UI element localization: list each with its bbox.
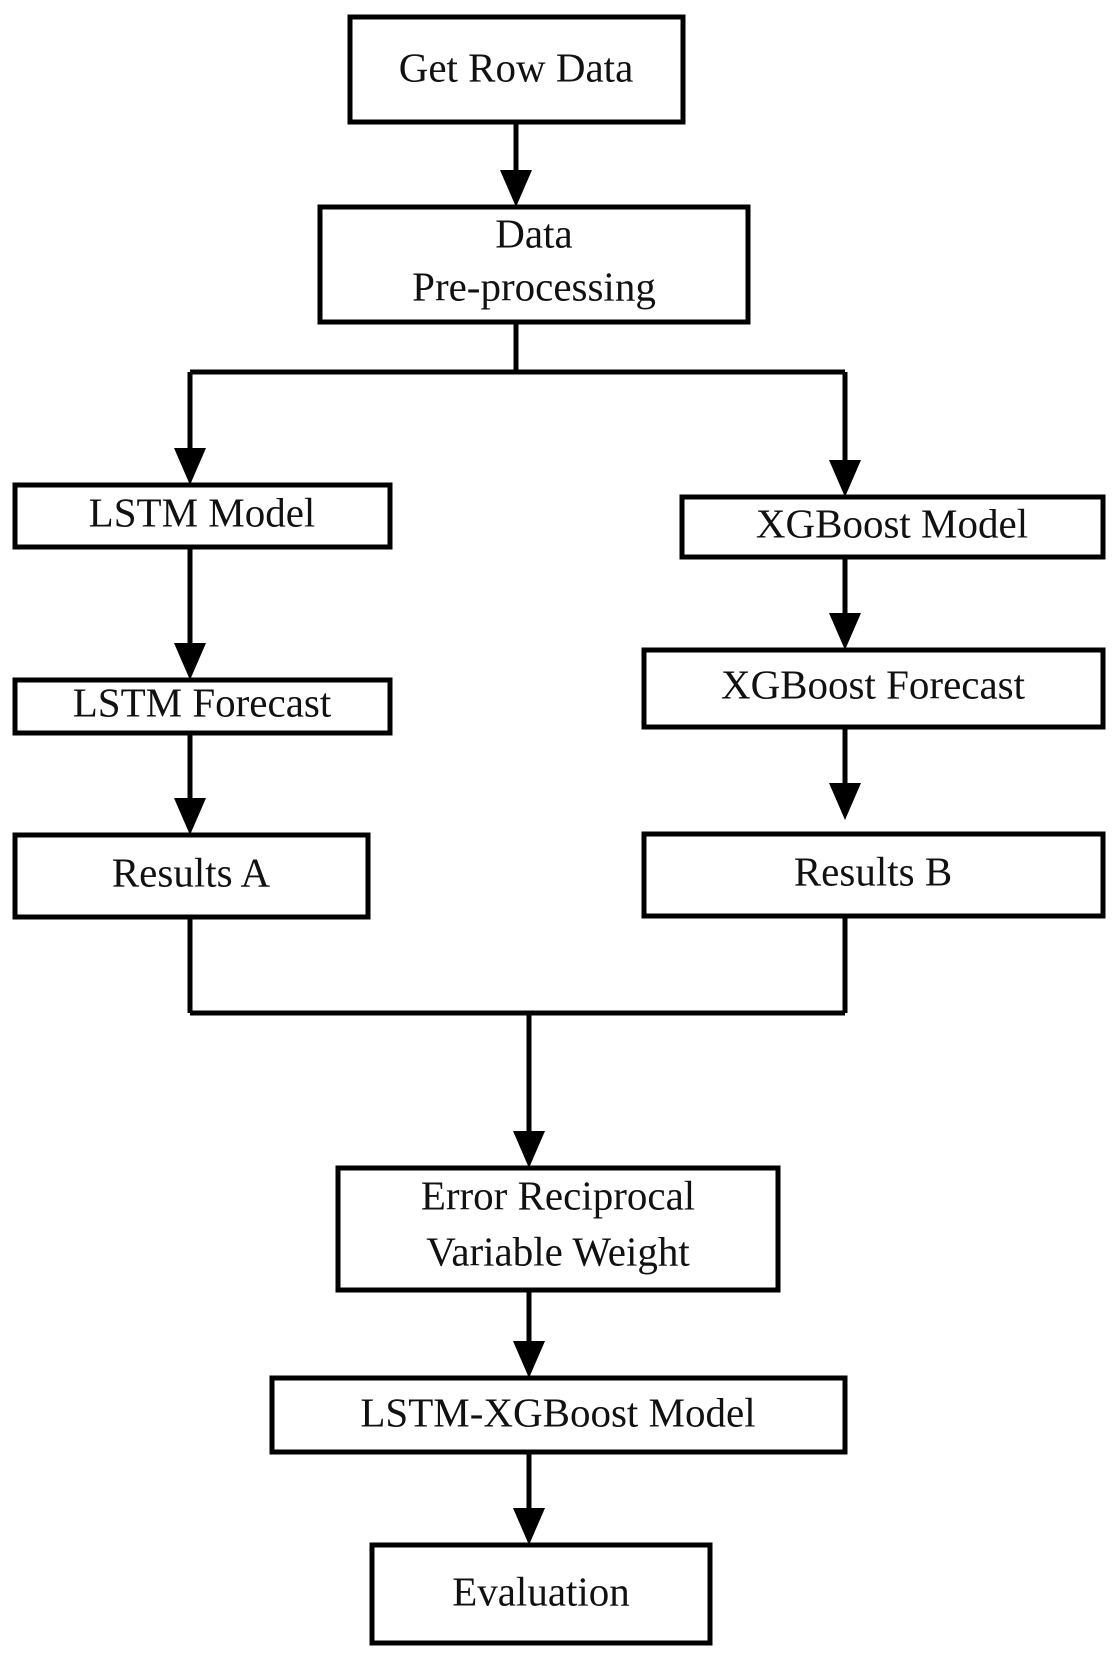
node-evaluation[interactable]: Evaluation xyxy=(369,1542,713,1646)
edge-get-row-data-to-data-preprocessing xyxy=(500,122,532,207)
node-lstm-xgboost-model[interactable]: LSTM-XGBoost Model xyxy=(269,1375,848,1455)
node-data-preprocessing[interactable]: Data Pre-processing xyxy=(317,204,751,325)
edge-lstm-forecast-to-results-a xyxy=(174,733,206,835)
edge-data-preprocessing-split-bus xyxy=(190,322,845,375)
node-get-row-data[interactable]: Get Row Data xyxy=(347,14,686,125)
edge-split-to-lstm-model xyxy=(174,372,206,485)
node-results-a-label: Results A xyxy=(112,849,271,895)
node-get-row-data-label: Get Row Data xyxy=(399,44,634,90)
node-lstm-forecast-label: LSTM Forecast xyxy=(73,679,332,725)
node-xgboost-model-label: XGBoost Model xyxy=(756,500,1028,546)
node-data-preprocessing-label-line2: Pre-processing xyxy=(412,263,656,309)
node-lstm-model-label: LSTM Model xyxy=(89,489,316,535)
node-results-b-label: Results B xyxy=(794,848,952,894)
edge-split-to-xgboost-model xyxy=(829,372,861,497)
node-xgboost-model[interactable]: XGBoost Model xyxy=(679,494,1106,560)
node-lstm-xgboost-model-label: LSTM-XGBoost Model xyxy=(360,1389,755,1435)
edge-merge-to-error-reciprocal xyxy=(190,1010,845,1168)
node-results-b[interactable]: Results B xyxy=(641,831,1106,919)
edge-lstm-xgboost-model-to-evaluation xyxy=(513,1452,545,1545)
node-results-a[interactable]: Results A xyxy=(12,832,371,920)
node-evaluation-label: Evaluation xyxy=(452,1568,630,1614)
node-xgboost-forecast[interactable]: XGBoost Forecast xyxy=(641,647,1106,730)
node-lstm-model[interactable]: LSTM Model xyxy=(12,482,393,550)
node-error-reciprocal[interactable]: Error Reciprocal Variable Weight xyxy=(335,1165,781,1293)
edge-xgboost-model-to-xgboost-forecast xyxy=(829,557,861,650)
node-error-reciprocal-label-line1: Error Reciprocal xyxy=(421,1172,695,1218)
edge-lstm-model-to-lstm-forecast xyxy=(174,547,206,680)
node-lstm-forecast[interactable]: LSTM Forecast xyxy=(12,677,393,736)
edge-error-reciprocal-to-lstm-xgboost-model xyxy=(513,1290,545,1378)
node-error-reciprocal-label-line2: Variable Weight xyxy=(426,1228,690,1274)
node-data-preprocessing-label-line1: Data xyxy=(495,210,572,256)
node-xgboost-forecast-label: XGBoost Forecast xyxy=(721,661,1026,707)
edge-xgboost-forecast-to-results-b xyxy=(829,727,861,820)
